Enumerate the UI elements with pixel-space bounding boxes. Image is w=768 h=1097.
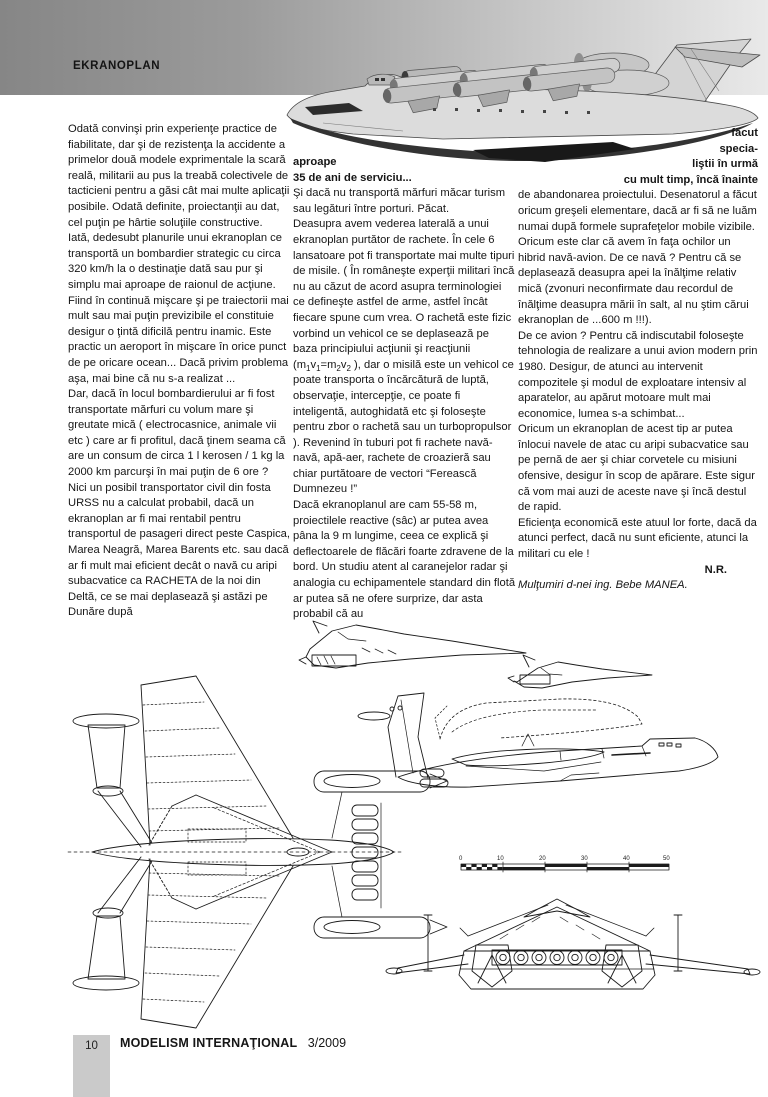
paragraph: Deasupra avem vederea laterală a unui ek… bbox=[293, 218, 515, 496]
scale-label: 10 bbox=[497, 856, 504, 862]
scale-label: 50 bbox=[663, 856, 670, 862]
missile-tubes bbox=[382, 57, 621, 114]
bomber-side-view-1 bbox=[298, 620, 527, 669]
paragraph: Iată, dedesubt planurile unui ekranoplan… bbox=[68, 232, 289, 385]
ekranoplan-side-illustration bbox=[286, 38, 761, 162]
caption-line: făcut bbox=[731, 127, 758, 139]
paragraph: Oricum un ekranoplan de acest tip ar put… bbox=[518, 423, 755, 514]
technical-drawings-figure: 0 10 20 30 40 50 bbox=[67, 620, 761, 1029]
page-title: EKRANOPLAN bbox=[73, 60, 161, 72]
paragraph: Odată convinşi prin experienţe practice … bbox=[68, 123, 290, 229]
front-view-drawing bbox=[385, 898, 761, 990]
footer: MODELISM INTERNAŢIONAL 3/2009 bbox=[120, 1036, 346, 1050]
caption-line: liştii în urmă bbox=[692, 158, 758, 171]
caption-line: aproape bbox=[293, 156, 337, 168]
article-column-1: Odată convinşi prin experienţe practice … bbox=[68, 122, 291, 621]
magazine-title: MODELISM INTERNAŢIONAL bbox=[120, 1036, 298, 1050]
paragraph: Dar, dacă în locul bombardierului ar fi … bbox=[68, 388, 286, 479]
paragraph: Nici un posibil transportator civil din … bbox=[68, 481, 291, 619]
plan-view-drawing bbox=[67, 675, 448, 1029]
caption-line: cu mult timp, încă înainte bbox=[623, 173, 758, 186]
physics-formula: (m1v1=m2v2 ) bbox=[293, 358, 358, 373]
page-number-box: 10 bbox=[73, 1035, 110, 1097]
issue-number: 3/2009 bbox=[307, 1036, 347, 1050]
credit-line: Mulţumiri d-nei ing. Bebe MANEA. bbox=[518, 579, 688, 592]
article-column-3: făcut specia- liştii în urmă cu mult tim… bbox=[518, 126, 760, 594]
paragraph: Dacă ekranoplanul are cam 55-58 m, proie… bbox=[293, 499, 516, 621]
scale-label: 20 bbox=[539, 856, 546, 862]
paragraph: Eficienţa economică este atuul lor forte… bbox=[518, 516, 757, 561]
paragraph: Oricum este clar că avem în faţa ochilor… bbox=[518, 236, 749, 327]
caption-line: 35 de ani de serviciu... bbox=[293, 171, 412, 184]
scale-label: 0 bbox=[459, 856, 463, 862]
paragraph: De ce avion ? Pentru că indiscutabil fol… bbox=[518, 329, 758, 420]
scale-label: 30 bbox=[581, 856, 588, 862]
paragraph: de abandonarea proiectului. Desenatorul … bbox=[518, 189, 757, 233]
paragraph: Şi dacă nu transportă mărfuri măcar turi… bbox=[293, 187, 506, 215]
bomber-side-view-2 bbox=[507, 654, 653, 689]
editor-signature: N.R. bbox=[704, 563, 727, 576]
article-column-2: aproape 35 de ani de serviciu... Şi dacă… bbox=[293, 155, 516, 623]
caption-line: specia- bbox=[719, 142, 758, 155]
page-number: 10 bbox=[85, 1040, 98, 1052]
scale-label: 40 bbox=[623, 856, 630, 862]
scale-bar: 0 10 20 30 40 50 bbox=[459, 856, 670, 873]
ekranoplan-side-view-drawing bbox=[357, 692, 719, 788]
